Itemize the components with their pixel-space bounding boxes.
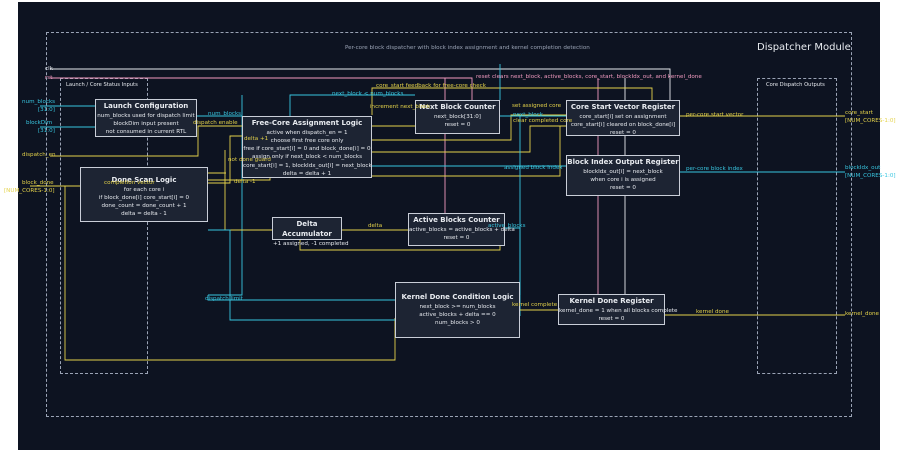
clear-completed-core-label: clear completed core [513, 118, 573, 124]
block-line: when core i is assigned [590, 177, 656, 184]
outputs-group-title: Core Dispatch Outputs [766, 82, 825, 88]
block-line: blockDim input present [113, 121, 179, 128]
block-line: active_blocks = active_blocks + delta [409, 227, 515, 234]
active-blocks-wire-label: active_blocks [488, 223, 526, 229]
block-line: +1 assigned, -1 completed [273, 241, 349, 248]
block-title: Next Block Counter [419, 103, 496, 111]
block-title: Active Blocks Counter [413, 216, 500, 224]
block-line: reset = 0 [598, 316, 625, 323]
num-blocks-wire-label: num_blocks [208, 111, 242, 117]
reset-note: reset clears next_block, active_blocks, … [476, 74, 702, 80]
block-line: delta = delta - 1 [121, 211, 167, 218]
next-block-wire-label: next_block [513, 112, 544, 118]
block-title: Launch Configuration [103, 102, 189, 110]
kernel-done-register: Kernel Done Register kernel_done = 1 whe… [558, 294, 678, 325]
not-done-guard-label: not done guard [228, 157, 271, 163]
block-line: choose first free core only [270, 138, 344, 145]
blockidx-out-port: blockIdx_out [845, 165, 881, 171]
num-blocks-width: [31:0] [38, 107, 55, 113]
clk-port: clk [45, 66, 53, 72]
block-line: active when dispatch_en = 1 [266, 130, 348, 137]
rst-port: rst [45, 75, 53, 81]
block-line: next_block[31:0] [434, 114, 481, 121]
delta-minus-label: delta -1 [234, 179, 256, 185]
blockidx-out-width: [NUM_CORES-1:0] [845, 173, 896, 179]
block-line: free if core_start[i] = 0 and block_done… [243, 146, 371, 153]
blockidx-register: Block Index Output Register blockIdx_out… [566, 155, 680, 196]
block-line: for each core i [123, 187, 165, 194]
active-blocks-counter: Active Blocks Counter active_blocks = ac… [408, 213, 515, 246]
core-start-port: core_start [845, 110, 873, 116]
delta-accumulator: Delta Accumulator +1 assigned, -1 comple… [272, 217, 349, 247]
next-block-counter: Next Block Counter next_block[31:0] rese… [415, 100, 500, 134]
blockdim-width: [31:0] [38, 128, 55, 134]
block-title: Done Scan Logic [111, 176, 177, 184]
block-title: Free-Core Assignment Logic [251, 119, 363, 127]
core-start-register: Core Start Vector Register core_start[i]… [566, 100, 680, 136]
block-title: Block Index Output Register [567, 158, 679, 166]
done-scan-block: Done Scan Logic for each core i if block… [80, 167, 208, 222]
block-line: reset = 0 [610, 185, 636, 192]
kernel-done-wire-label: kernel done [696, 309, 729, 315]
block-line: next_block >= num_blocks [419, 304, 496, 311]
block-title: Delta Accumulator [282, 220, 332, 239]
block-line: done_count = done_count + 1 [101, 203, 187, 210]
block-line: reset = 0 [444, 122, 471, 129]
block-line: if block_done[i] core_start[i] = 0 [98, 195, 190, 202]
block-line: core_start[i] set on assignment [579, 114, 667, 121]
block-line: num_blocks used for dispatch limit [97, 113, 195, 120]
block-title: Kernel Done Condition Logic [401, 293, 514, 301]
launch-config-block: Launch Configuration num_blocks used for… [95, 99, 197, 137]
block-line: core_start[i] = 1, blockIdx_out[i] = nex… [243, 162, 372, 169]
free-core-block: Free-Core Assignment Logic active when d… [242, 116, 372, 178]
block-line: assign only if next_block < num_blocks [252, 154, 362, 161]
increment-next-block-label: increment next_block [370, 104, 431, 110]
block-title: Kernel Done Register [569, 297, 654, 305]
completion-vector-label: completion vector [104, 180, 155, 186]
dispatch-enable-label: dispatch enable [193, 120, 238, 126]
block-title: Core Start Vector Register [570, 103, 676, 111]
per-core-start-vector-label: per-core start vector [686, 112, 744, 118]
outputs-group-frame [757, 78, 837, 374]
per-core-block-index-label: per-core block index [686, 166, 743, 172]
kernel-done-port: kernel_done [845, 311, 879, 317]
blockdim-port: blockDim [26, 120, 53, 126]
delta-plus-label: delta +1 [244, 136, 269, 142]
block-line: kernel_done = 1 when all blocks complete [559, 308, 678, 315]
core-start-feedback-label: core_start feedback for free-core check [376, 83, 486, 89]
set-assigned-core-label: set assigned core [512, 103, 562, 109]
delta-wire-label: delta [368, 223, 383, 229]
block-line: reset = 0 [610, 130, 636, 137]
module-subtitle: Per-core block dispatcher with block ind… [345, 45, 590, 51]
block-line: num_blocks > 0 [435, 320, 480, 327]
block-line: reset = 0 [443, 235, 470, 242]
block-line: delta = delta + 1 [282, 170, 332, 177]
module-frame [46, 32, 852, 417]
block-line: active_blocks + delta == 0 [419, 312, 496, 319]
dispatch-en-port: dispatch_en [22, 152, 56, 158]
assigned-block-index-label: assigned block index [504, 165, 563, 171]
kernel-complete-label: kernel complete [512, 302, 558, 308]
inputs-group-title: Launch / Core Status Inputs [66, 82, 138, 88]
block-done-port: block_done [22, 180, 54, 186]
block-done-width: [NUM_CORES-1:0] [4, 188, 55, 194]
core-start-width: [NUM_CORES-1:0] [845, 118, 896, 124]
next-block-lt-label: next_block < num_blocks [332, 91, 404, 97]
block-line: not consumed in current RTL [105, 129, 187, 136]
num-blocks-port: num_blocks [22, 99, 56, 105]
kernel-done-condition: Kernel Done Condition Logic next_block >… [395, 282, 520, 338]
dispatch-limit-label: dispatch limit [205, 296, 243, 302]
inputs-group-frame [60, 78, 148, 374]
block-line: core_start[i] cleared on block_done[i] [570, 122, 676, 129]
module-title: Dispatcher Module [757, 42, 851, 53]
block-line: blockIdx_out[i] = next_block [583, 169, 663, 176]
